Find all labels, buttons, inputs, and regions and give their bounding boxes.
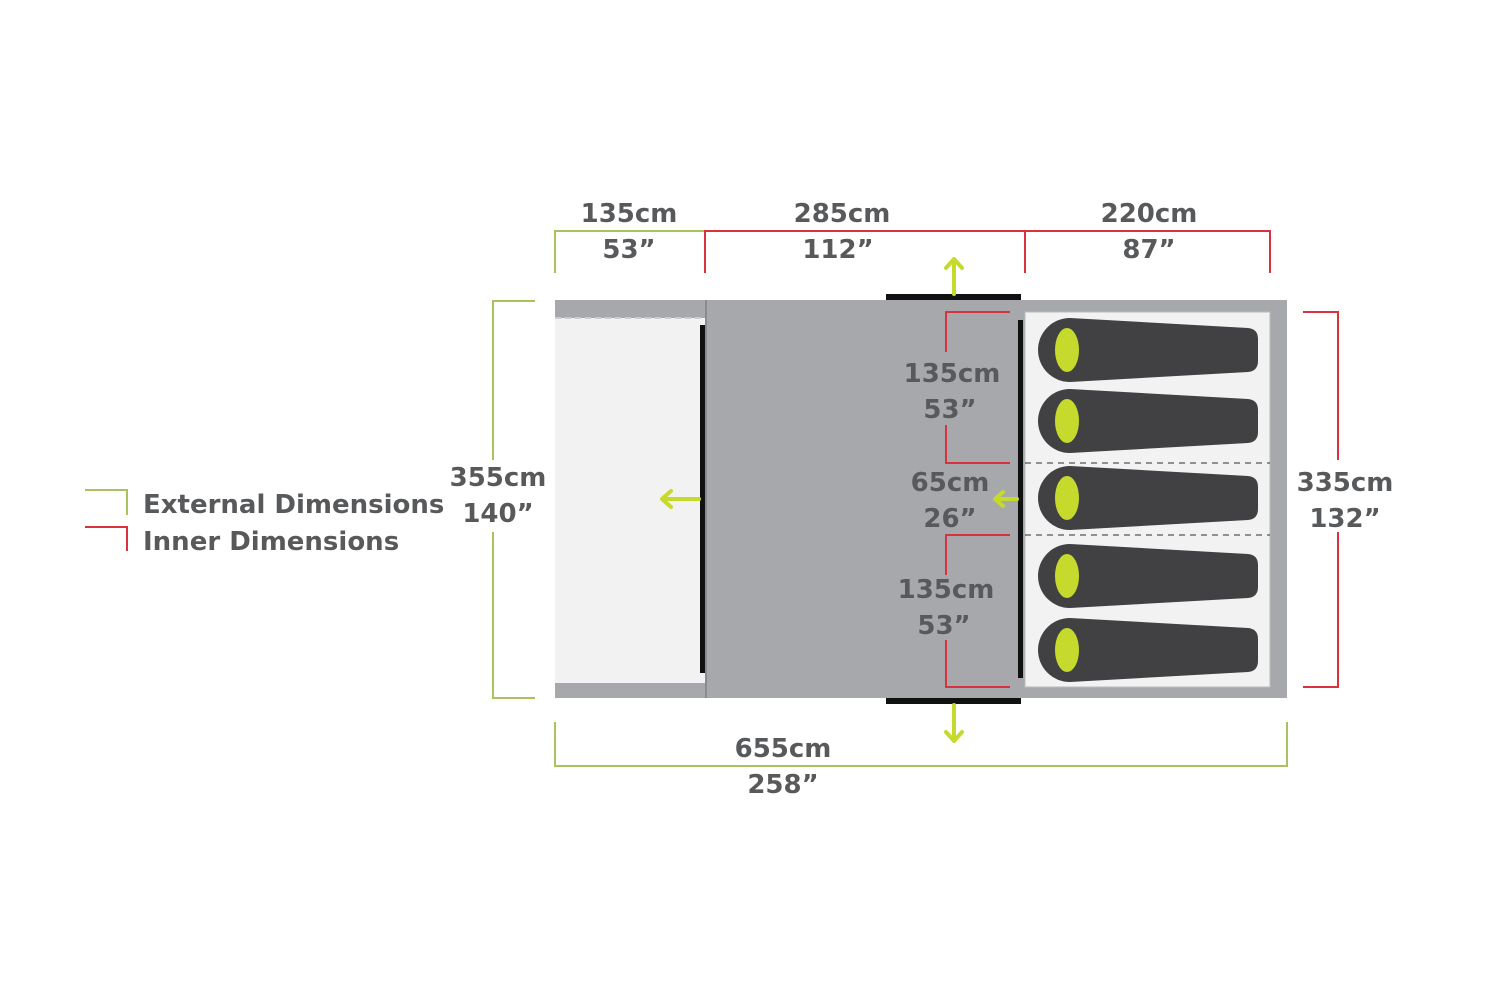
living-length-cm: 285cm [794, 199, 891, 229]
porch-door-wall [700, 325, 705, 673]
arrow-up-icon [944, 257, 964, 296]
sleeping-bag [1038, 544, 1258, 608]
external-bracket-width [492, 300, 535, 699]
legend-external-label: External Dimensions [143, 490, 444, 520]
arrow-left-icon [993, 490, 1019, 508]
porch-length-in: 53” [602, 235, 655, 265]
arrow-left-icon [660, 489, 701, 509]
inner-bracket-bedroom-width [1303, 311, 1339, 688]
sleeping-bag-head [1055, 554, 1079, 598]
bay-top-cm: 135cm [904, 359, 1001, 389]
side-door-bottom [886, 698, 1021, 704]
legend-inner-label: Inner Dimensions [143, 527, 399, 557]
bedroom-length-cm: 220cm [1101, 199, 1198, 229]
total-width-in: 140” [462, 499, 533, 529]
sleeping-bag [1038, 389, 1258, 453]
sleeping-bag [1038, 466, 1258, 530]
living-length-in: 112” [802, 235, 873, 265]
legend-inner-swatch [85, 526, 128, 551]
inner-bracket-bedroom [1025, 230, 1271, 273]
bay-middle-in: 26” [923, 504, 976, 534]
total-length-in: 258” [747, 770, 818, 800]
total-length-cm: 655cm [735, 734, 832, 764]
sleeping-bag-head [1055, 328, 1079, 372]
bay-middle-cm: 65cm [911, 468, 990, 498]
bay-bottom-cm: 135cm [898, 575, 995, 605]
inner-bracket-bay-bottom [945, 534, 1010, 688]
sleeping-bag [1038, 318, 1258, 382]
bay-top-in: 53” [923, 395, 976, 425]
bedroom-door-wall [1018, 320, 1023, 678]
sleeping-bag-head [1055, 399, 1079, 443]
bedroom-width-cm: 335cm [1297, 468, 1394, 498]
inner-bracket-living [704, 230, 1026, 273]
side-door-top [886, 294, 1021, 300]
arrow-down-icon [944, 703, 964, 743]
inner-bracket-bay-top [945, 311, 1010, 464]
bay-bottom-in: 53” [917, 611, 970, 641]
sleeping-bag-head [1055, 628, 1079, 672]
sleeping-bags [1038, 318, 1258, 682]
total-width-cm: 355cm [450, 463, 547, 493]
bedroom-width-in: 132” [1309, 504, 1380, 534]
external-bracket-length [554, 722, 1288, 767]
bedroom-length-in: 87” [1122, 235, 1175, 265]
sleeping-bag-head [1055, 476, 1079, 520]
legend-external-swatch [85, 489, 128, 515]
external-bracket-porch [554, 230, 705, 273]
sleeping-bag [1038, 618, 1258, 682]
porch-length-cm: 135cm [581, 199, 678, 229]
